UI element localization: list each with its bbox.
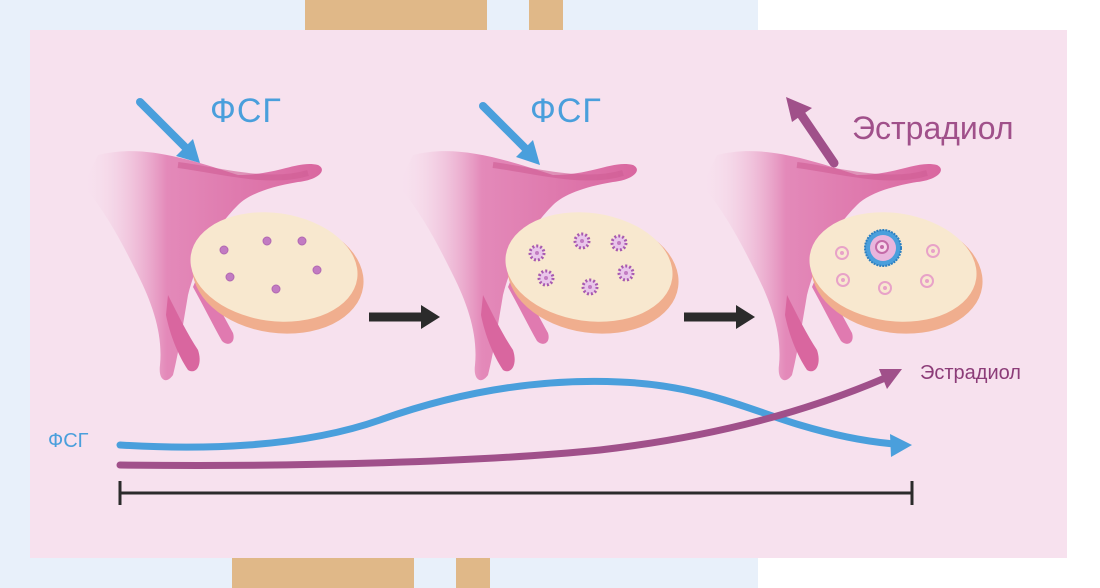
fsh-curve-label: ФСГ [48, 430, 89, 452]
stage-3-estradiol-label: Эстрадиол [852, 110, 1014, 146]
dominant-follicle [864, 229, 902, 267]
time-axis [118, 481, 914, 505]
decor-bar [232, 558, 414, 588]
ovary-stage-2 [398, 151, 686, 380]
estradiol-arrow-up [786, 97, 839, 168]
fsh-arrow-2 [479, 102, 540, 165]
estradiol-curve [116, 369, 902, 469]
decor-bar [456, 558, 490, 588]
fsh-arrow-1 [136, 98, 200, 163]
progression-arrow-1 [369, 305, 440, 329]
decor-bar [529, 0, 563, 30]
ovary-stage-1 [83, 151, 371, 380]
ovary-stage-3 [702, 151, 990, 380]
decor-bar [305, 0, 487, 30]
progression-arrow-2 [684, 305, 755, 329]
stage-1-fsh-label: ФСГ [210, 92, 282, 130]
stage-2-fsh-label: ФСГ [530, 92, 602, 130]
fsh-curve [116, 377, 912, 457]
estradiol-curve-label: Эстрадиол [920, 362, 1021, 384]
